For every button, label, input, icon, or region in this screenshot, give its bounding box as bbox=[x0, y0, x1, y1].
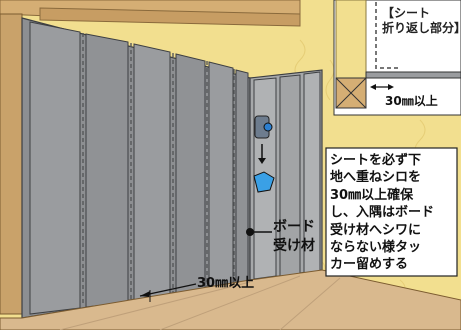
callout-line-7: カー留めする bbox=[330, 257, 409, 273]
bottom-dimension-arrow bbox=[139, 283, 197, 302]
inset-board bbox=[365, 71, 461, 79]
top-beam bbox=[39, 7, 301, 27]
callout-line-1: シートを必ず下 bbox=[330, 153, 422, 168]
inset-label: 【シート 折り返し部分】 bbox=[382, 6, 461, 36]
board-pointer bbox=[246, 228, 272, 236]
floor-lines bbox=[59, 275, 341, 330]
callout-box bbox=[325, 147, 458, 277]
inset-insulation bbox=[335, 0, 367, 79]
callout-text: シートを必ず下 地へ重ねシロを 30㎜以上確保 し、入隅はボード 受け材へシワに… bbox=[330, 152, 456, 274]
callout-line-6: ならない様タッ bbox=[330, 240, 422, 256]
inset-dimension-label: 30㎜以上 bbox=[385, 94, 438, 108]
sheet-seam-lines bbox=[82, 33, 235, 306]
board-receiver-label: ボード 受け材 bbox=[273, 218, 315, 256]
inset-label-line-1: 【シート bbox=[382, 6, 431, 20]
callout-line-4: し、入隅はボード bbox=[330, 205, 435, 221]
floor bbox=[0, 269, 461, 330]
bottom-dimension-label: 30㎜以上 bbox=[197, 276, 255, 291]
sheet-panels bbox=[29, 21, 249, 315]
board-label-line-2: 受け材 bbox=[273, 238, 315, 254]
tacker-icon bbox=[253, 115, 275, 193]
inset-sheet-fold bbox=[375, 2, 400, 69]
inset-dimension-arrow bbox=[370, 84, 394, 90]
board-label-line-1: ボード bbox=[273, 219, 315, 235]
left-stud bbox=[0, 13, 23, 315]
callout-line-2: 地へ重ねシロを bbox=[330, 170, 422, 186]
callout-line-5: 受け材へシワに bbox=[330, 222, 422, 238]
inset-label-line-2: 折り返し部分】 bbox=[382, 21, 461, 35]
callout-line-3: 30㎜以上確保 bbox=[330, 187, 414, 203]
